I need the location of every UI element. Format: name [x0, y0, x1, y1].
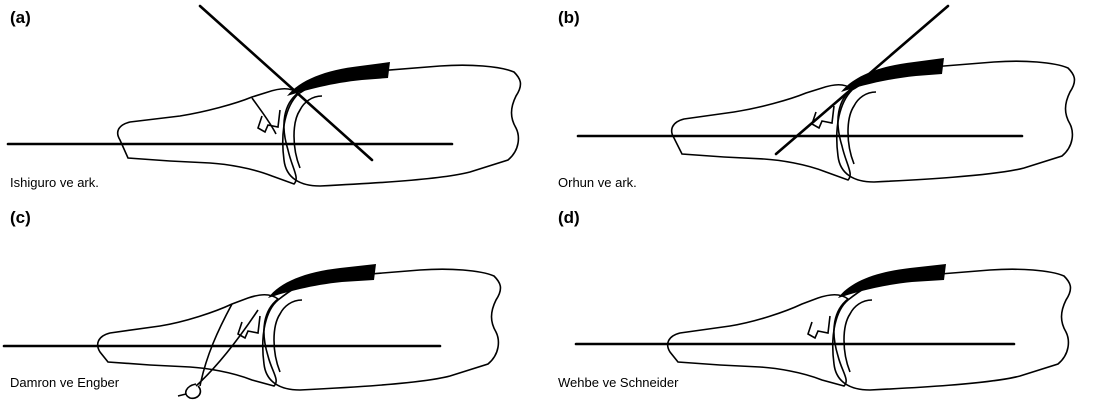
extensor-tendon [838, 264, 946, 298]
finger-diagram-a [0, 0, 547, 200]
extensor-tendon [841, 58, 944, 92]
panel-label-d: (d) [558, 208, 580, 228]
middle-phalanx-outline [118, 89, 298, 184]
panel-label-b: (b) [558, 8, 580, 28]
pin-line [776, 6, 948, 154]
panel-label-c: (c) [10, 208, 31, 228]
middle-phalanx-outline [668, 295, 848, 386]
caption-a: Ishiguro ve ark. [10, 175, 99, 190]
fragment-line [252, 98, 276, 134]
extensor-tendon [287, 62, 390, 96]
panel-label-a: (a) [10, 8, 31, 28]
panel-a: (a) Ishiguro ve ark. [0, 0, 547, 200]
finger-diagram-d [548, 200, 1095, 400]
joint-inner-arc [848, 92, 876, 164]
extensor-tendon [268, 264, 376, 298]
panel-b: (b) Orhun ve ark. [548, 0, 1095, 200]
panel-c: (c) Damron ve Engber [0, 200, 547, 400]
middle-phalanx-outline [98, 295, 278, 386]
finger-diagram-b [548, 0, 1095, 200]
middle-phalanx-outline [672, 85, 852, 180]
caption-d: Wehbe ve Schneider [558, 375, 678, 390]
suture-knot [178, 384, 200, 398]
joint-inner-arc [844, 300, 872, 372]
finger-diagram-c [0, 200, 547, 400]
caption-c: Damron ve Engber [10, 375, 119, 390]
joint-inner-arc [294, 96, 322, 168]
pin-line [200, 6, 372, 160]
joint-inner-arc [274, 300, 302, 372]
fracture-line [808, 316, 830, 338]
fracture-line [812, 106, 834, 128]
panel-d: (d) Wehbe ve Schneider [548, 200, 1095, 400]
caption-b: Orhun ve ark. [558, 175, 637, 190]
